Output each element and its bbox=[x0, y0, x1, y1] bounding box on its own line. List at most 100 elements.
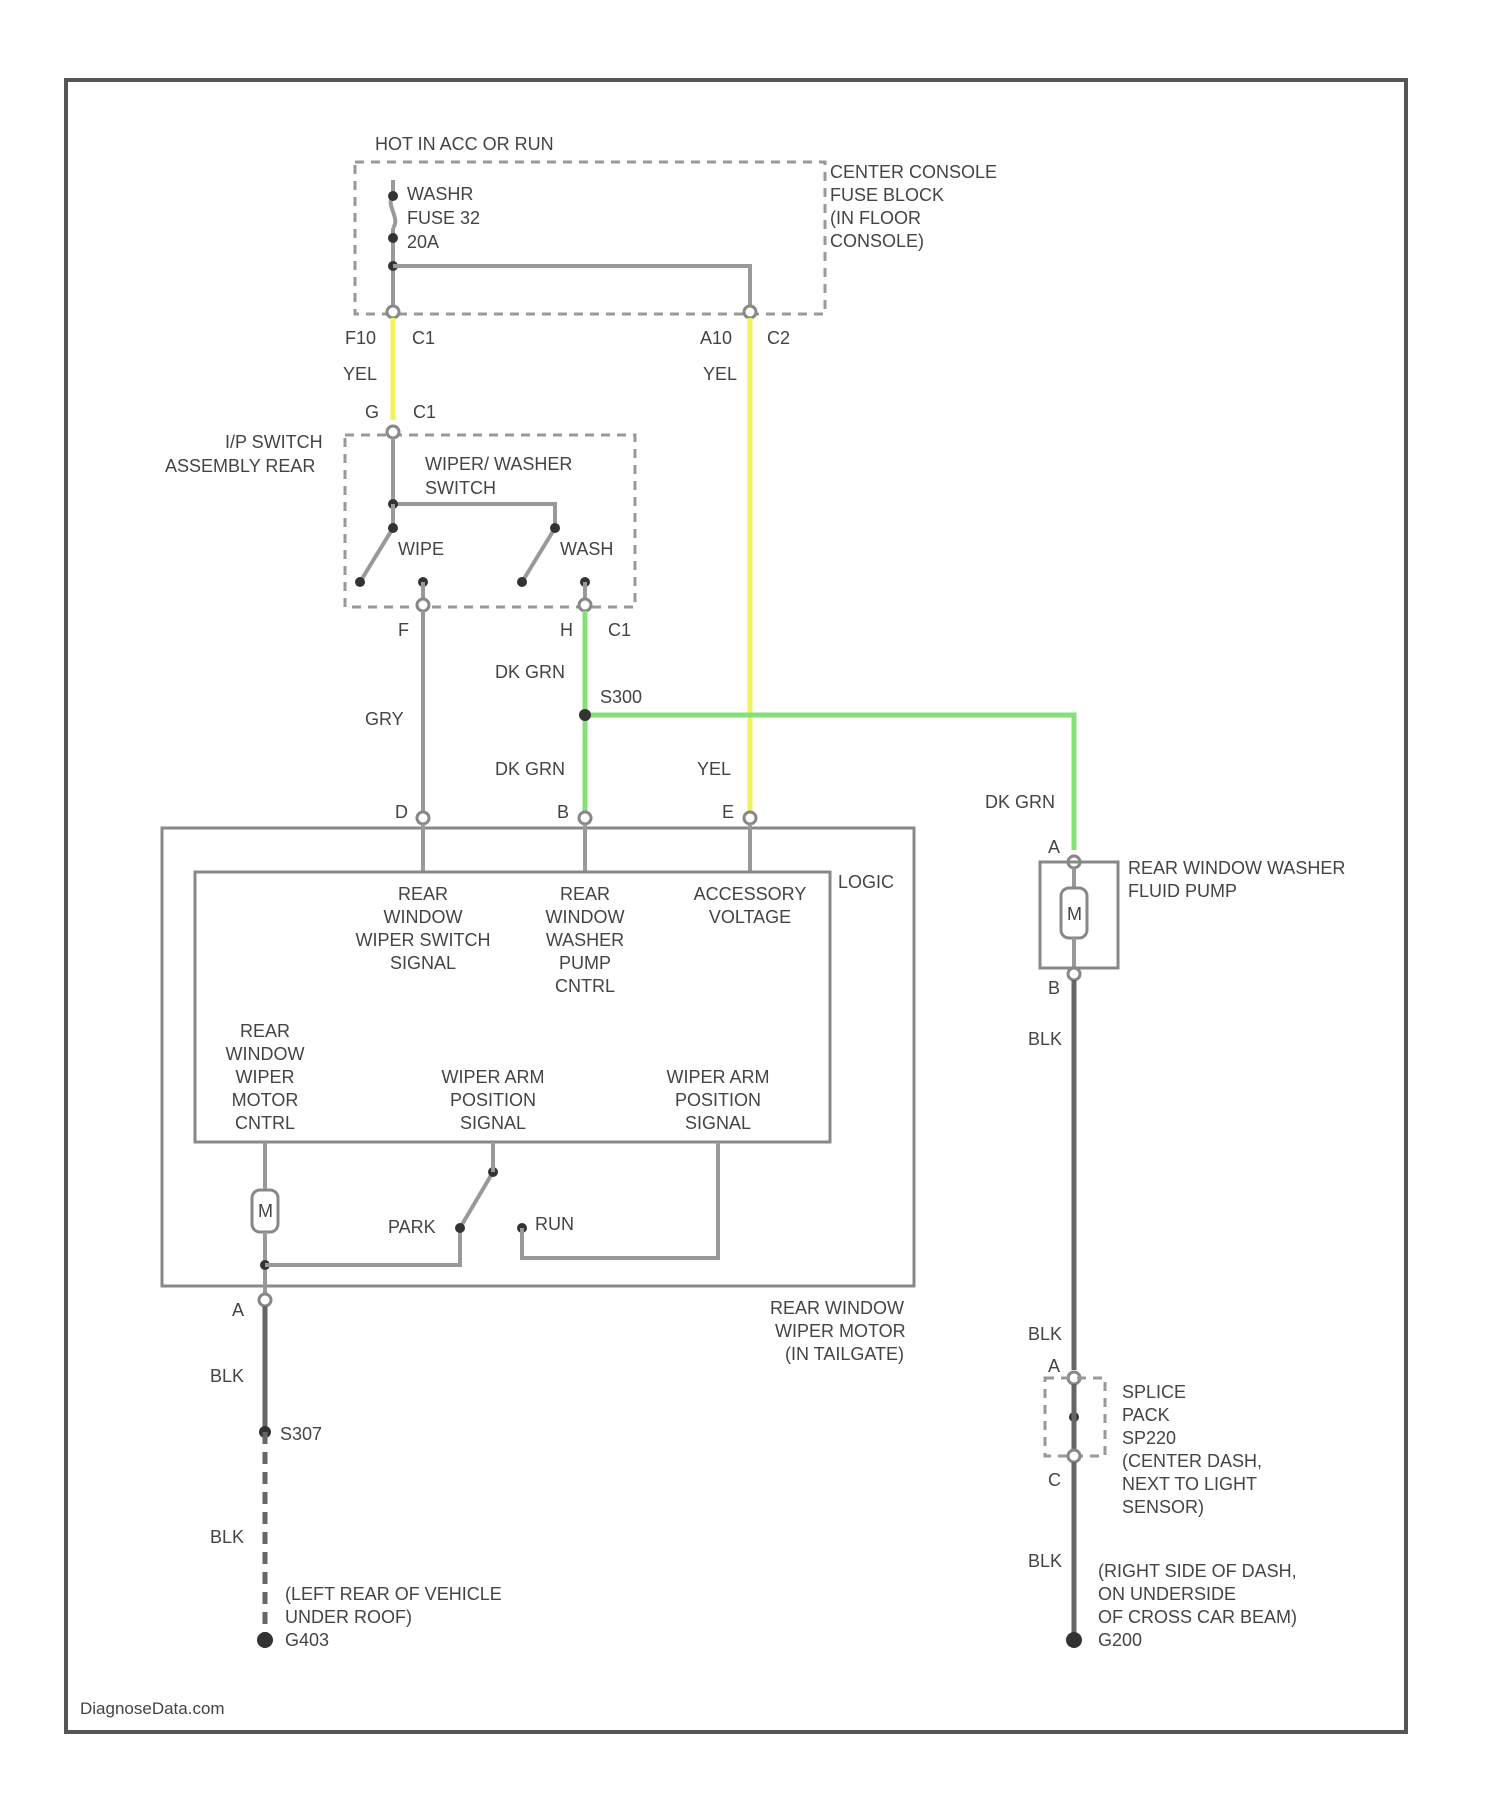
svg-text:SWITCH: SWITCH bbox=[425, 478, 496, 498]
svg-text:OF CROSS CAR BEAM): OF CROSS CAR BEAM) bbox=[1098, 1607, 1297, 1627]
svg-text:FUSE BLOCK: FUSE BLOCK bbox=[830, 185, 944, 205]
logic-label: LOGIC bbox=[838, 872, 894, 892]
wiper-motor-name: REAR WINDOW WIPER MOTOR (IN TAILGATE) bbox=[770, 1298, 906, 1364]
pin-label: D bbox=[395, 802, 408, 822]
wire-color-label: BLK bbox=[1028, 1551, 1062, 1571]
svg-text:I/P SWITCH: I/P SWITCH bbox=[225, 432, 323, 452]
pin-label: B bbox=[557, 802, 569, 822]
pin-label: A10 bbox=[700, 328, 732, 348]
wire-color-label: BLK bbox=[210, 1366, 244, 1386]
wipe-switch-pivot bbox=[388, 523, 398, 533]
park-label: PARK bbox=[388, 1217, 436, 1237]
svg-text:CENTER CONSOLE: CENTER CONSOLE bbox=[830, 162, 997, 182]
svg-text:WASHER: WASHER bbox=[546, 930, 624, 950]
ground-g403 bbox=[257, 1632, 273, 1648]
wash-switch-pivot bbox=[550, 523, 560, 533]
connector-label: C1 bbox=[412, 328, 435, 348]
svg-text:CNTRL: CNTRL bbox=[555, 976, 615, 996]
svg-text:20A: 20A bbox=[407, 232, 439, 252]
svg-text:REAR WINDOW WASHER: REAR WINDOW WASHER bbox=[1128, 858, 1345, 878]
svg-text:WINDOW: WINDOW bbox=[546, 907, 625, 927]
svg-text:G403: G403 bbox=[285, 1630, 329, 1650]
svg-text:POSITION: POSITION bbox=[675, 1090, 761, 1110]
fuse-block-pin-a10 bbox=[744, 306, 756, 318]
svg-text:G200: G200 bbox=[1098, 1630, 1142, 1650]
svg-text:NEXT TO LIGHT: NEXT TO LIGHT bbox=[1122, 1474, 1257, 1494]
wipe-switch-contact bbox=[360, 504, 393, 582]
splice-s300 bbox=[579, 709, 591, 721]
signal-accessory-voltage: ACCESSORY VOLTAGE bbox=[694, 884, 807, 927]
motor-pin-d bbox=[417, 812, 429, 824]
connector-label: C1 bbox=[608, 620, 631, 640]
park-switch-pivot bbox=[455, 1223, 465, 1233]
svg-text:(LEFT REAR OF VEHICLE: (LEFT REAR OF VEHICLE bbox=[285, 1584, 502, 1604]
svg-text:(CENTER DASH,: (CENTER DASH, bbox=[1122, 1451, 1262, 1471]
wire-color-label: YEL bbox=[697, 759, 731, 779]
wipe-label: WIPE bbox=[398, 539, 444, 559]
switch-pin-g bbox=[387, 426, 399, 438]
fuse-block-power-label: HOT IN ACC OR RUN bbox=[375, 134, 554, 154]
pin-label: A bbox=[1048, 837, 1060, 857]
connector-label: C1 bbox=[413, 402, 436, 422]
svg-text:UNDER ROOF): UNDER ROOF) bbox=[285, 1607, 412, 1627]
pin-label: F10 bbox=[345, 328, 376, 348]
ground-g403-label: (LEFT REAR OF VEHICLE UNDER ROOF) G403 bbox=[285, 1584, 502, 1650]
svg-text:SIGNAL: SIGNAL bbox=[390, 953, 456, 973]
wire-color-label: DK GRN bbox=[985, 792, 1055, 812]
svg-text:PUMP: PUMP bbox=[559, 953, 611, 973]
dkgrn-wire-splice-to-pump bbox=[585, 715, 1074, 850]
pump-name: REAR WINDOW WASHER FLUID PUMP bbox=[1128, 858, 1345, 901]
signal-arm-position-1: WIPER ARM POSITION SIGNAL bbox=[441, 1067, 544, 1133]
switch-pin-h bbox=[579, 599, 591, 611]
switch-pin-f bbox=[417, 599, 429, 611]
svg-text:CNTRL: CNTRL bbox=[235, 1113, 295, 1133]
motor-pin-e bbox=[744, 812, 756, 824]
svg-text:SPLICE: SPLICE bbox=[1122, 1382, 1186, 1402]
pin-label: A bbox=[232, 1300, 244, 1320]
pin-label: F bbox=[398, 620, 409, 640]
svg-text:FUSE 32: FUSE 32 bbox=[407, 208, 480, 228]
motor-symbol-label: M bbox=[258, 1201, 273, 1221]
svg-text:SIGNAL: SIGNAL bbox=[460, 1113, 526, 1133]
connector-label: C2 bbox=[767, 328, 790, 348]
pin-label: G bbox=[365, 402, 379, 422]
fuse-block-pin-f10 bbox=[387, 306, 399, 318]
svg-text:WIPER ARM: WIPER ARM bbox=[441, 1067, 544, 1087]
wash-label: WASH bbox=[560, 539, 613, 559]
signal-wiper-switch: REAR WINDOW WIPER SWITCH SIGNAL bbox=[356, 884, 491, 973]
wire-color-label: GRY bbox=[365, 709, 404, 729]
svg-text:WIPER ARM: WIPER ARM bbox=[666, 1067, 769, 1087]
svg-text:ASSEMBLY REAR: ASSEMBLY REAR bbox=[165, 456, 315, 476]
wire-color-label: BLK bbox=[210, 1527, 244, 1547]
wire-color-label: BLK bbox=[1028, 1324, 1062, 1344]
svg-text:POSITION: POSITION bbox=[450, 1090, 536, 1110]
ground-g200-label: (RIGHT SIDE OF DASH, ON UNDERSIDE OF CRO… bbox=[1098, 1561, 1297, 1650]
fuse-terminal-top bbox=[388, 191, 398, 201]
switch-assembly-name: I/P SWITCH ASSEMBLY REAR bbox=[165, 432, 323, 476]
pump-motor-label: M bbox=[1067, 904, 1082, 924]
svg-text:WINDOW: WINDOW bbox=[226, 1044, 305, 1064]
wire-color-label: BLK bbox=[1028, 1029, 1062, 1049]
pin-label: H bbox=[560, 620, 573, 640]
svg-text:FLUID PUMP: FLUID PUMP bbox=[1128, 881, 1237, 901]
signal-arm-position-2: WIPER ARM POSITION SIGNAL bbox=[666, 1067, 769, 1133]
svg-text:WIPER MOTOR: WIPER MOTOR bbox=[775, 1321, 906, 1341]
svg-text:REAR WINDOW: REAR WINDOW bbox=[770, 1298, 904, 1318]
wire-color-label: YEL bbox=[703, 364, 737, 384]
svg-text:ON UNDERSIDE: ON UNDERSIDE bbox=[1098, 1584, 1236, 1604]
svg-text:WASHR: WASHR bbox=[407, 184, 473, 204]
signal-wiper-motor-control: REAR WINDOW WIPER MOTOR CNTRL bbox=[226, 1021, 305, 1133]
svg-text:(RIGHT SIDE OF DASH,: (RIGHT SIDE OF DASH, bbox=[1098, 1561, 1297, 1581]
wash-switch-contact bbox=[522, 528, 555, 582]
svg-text:VOLTAGE: VOLTAGE bbox=[709, 907, 791, 927]
wire-color-label: DK GRN bbox=[495, 662, 565, 682]
wipe-switch-open bbox=[355, 577, 365, 587]
park-switch-arm bbox=[460, 1172, 493, 1228]
motor-pin-a bbox=[259, 1294, 271, 1306]
splice-label: S300 bbox=[600, 687, 642, 707]
wire-color-label: DK GRN bbox=[495, 759, 565, 779]
svg-text:CONSOLE): CONSOLE) bbox=[830, 231, 924, 251]
svg-text:REAR: REAR bbox=[398, 884, 448, 904]
svg-text:REAR: REAR bbox=[560, 884, 610, 904]
